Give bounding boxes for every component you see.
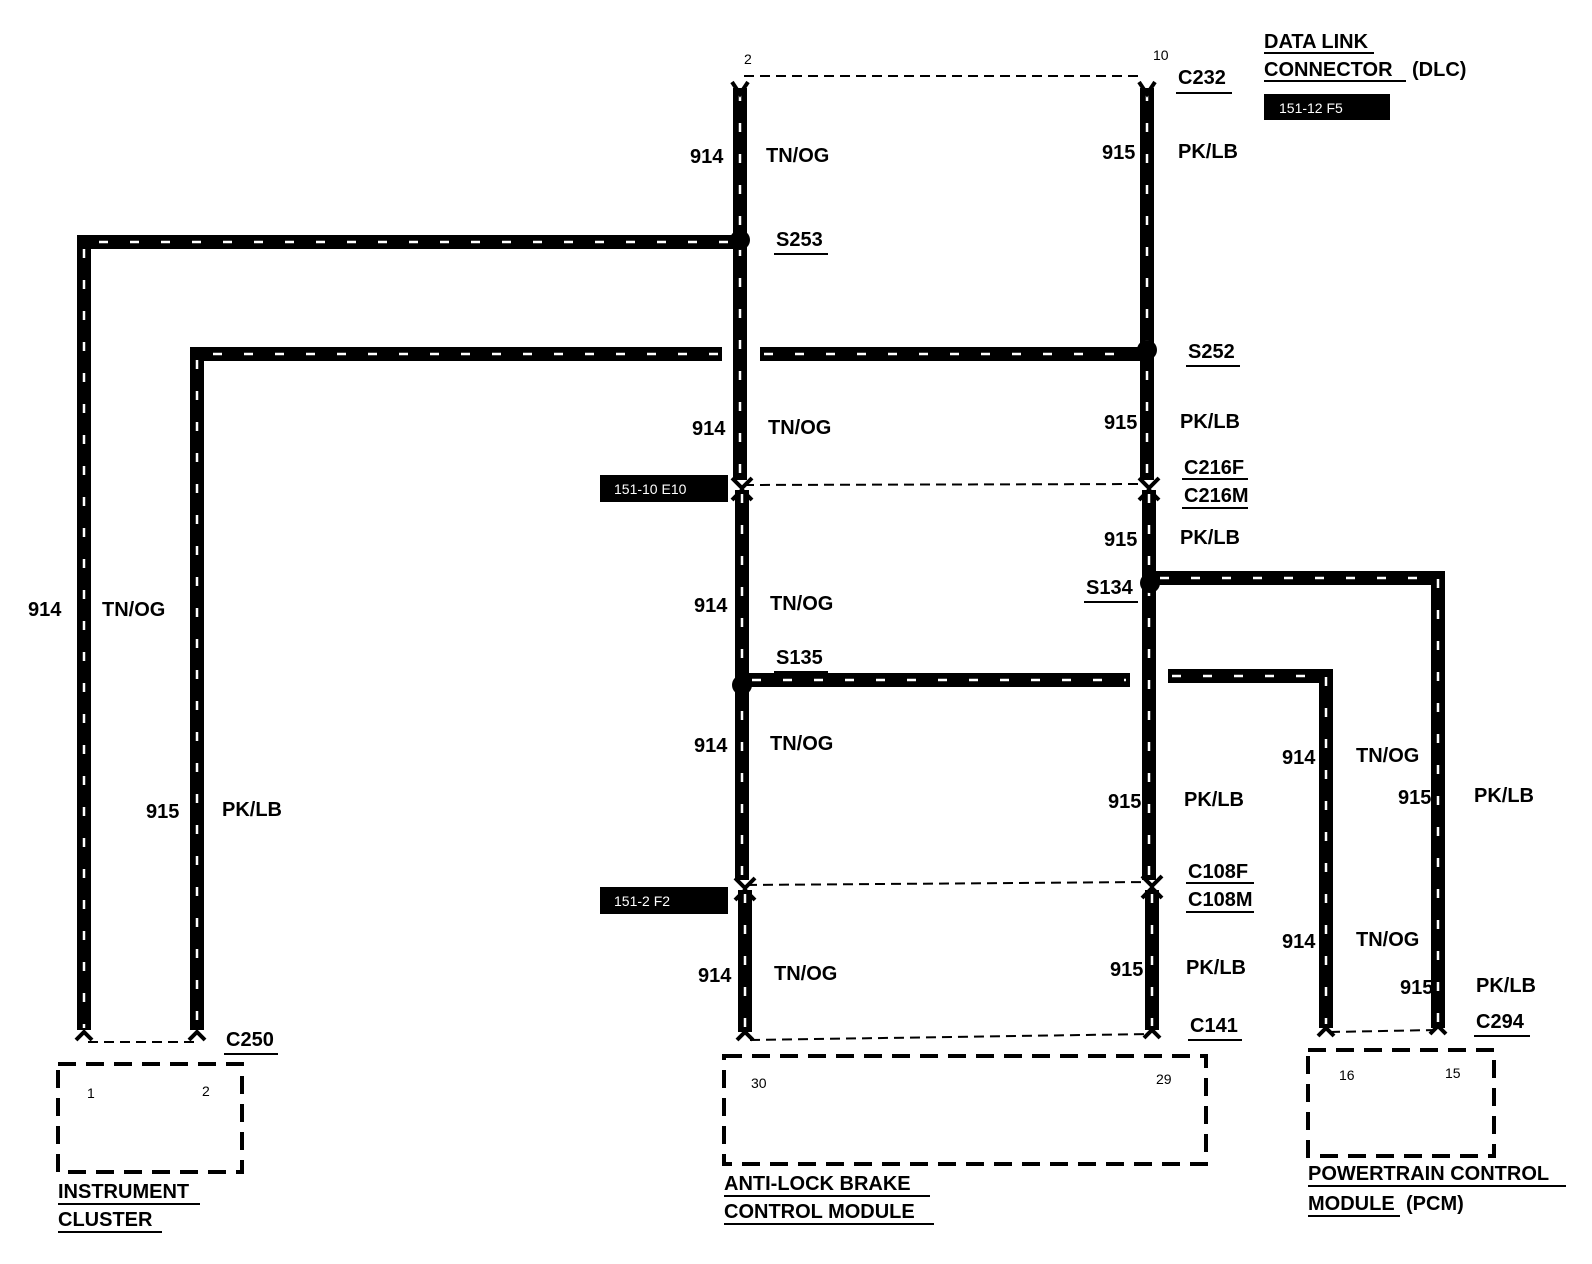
dlc-title-line2: CONNECTOR xyxy=(1264,59,1393,81)
circuit-915-d: 915 xyxy=(1108,791,1141,813)
circuit-914-cluster: 914 xyxy=(28,599,62,621)
circuit-915-c: 915 xyxy=(1104,529,1137,551)
cluster-pin-1: 1 xyxy=(87,1085,95,1101)
connector-c108m: C108M xyxy=(1188,889,1252,911)
circuit-915-a: 915 xyxy=(1102,142,1135,164)
dlc-title-suffix: (DLC) xyxy=(1412,59,1466,81)
abs-pin-30: 30 xyxy=(751,1075,767,1091)
wire-915-pcm xyxy=(1150,571,1445,1028)
connector-c250: C250 xyxy=(226,1029,274,1051)
abs-pin-29: 29 xyxy=(1156,1071,1172,1087)
wires xyxy=(77,88,1445,1032)
circuit-tnog-e: TN/OG xyxy=(774,963,837,985)
circuit-914-a: 914 xyxy=(690,146,724,168)
circuit-tnog-pcm-a: TN/OG xyxy=(1356,745,1419,767)
c108-line xyxy=(746,881,1151,886)
c141-line xyxy=(749,1033,1151,1041)
splice-s252-dot xyxy=(1137,340,1157,360)
wire-914-pcm-right xyxy=(1168,669,1333,1028)
connector-c216f: C216F xyxy=(1184,457,1244,479)
c216-line xyxy=(743,483,1147,486)
svg-text:151-2 F2: 151-2 F2 xyxy=(614,893,670,909)
connector-c294: C294 xyxy=(1476,1011,1525,1033)
wire-914-cluster xyxy=(77,235,735,1030)
pcm-label-line1: POWERTRAIN CONTROL xyxy=(1308,1163,1549,1185)
circuit-pklb-pcm-b: PK/LB xyxy=(1476,975,1536,997)
circuit-tnog-b: TN/OG xyxy=(768,417,831,439)
ref-tag-dlc: 151-12 F5 xyxy=(1264,94,1390,120)
instrument-cluster-box xyxy=(56,1062,244,1174)
circuit-914-e: 914 xyxy=(698,965,732,987)
circuit-914-b: 914 xyxy=(692,418,726,440)
circuit-pklb-pcm-a: PK/LB xyxy=(1474,785,1534,807)
pcm-pin-15: 15 xyxy=(1445,1065,1461,1081)
circuit-914-c: 914 xyxy=(694,595,728,617)
splice-s253: S253 xyxy=(776,229,823,251)
circuit-tnog-d: TN/OG xyxy=(770,733,833,755)
wire-915-cluster-left xyxy=(190,347,722,1030)
dlc-pin-10: 10 xyxy=(1153,47,1169,63)
circuit-915-pcm-b: 915 xyxy=(1400,977,1433,999)
circuit-pklb-c: PK/LB xyxy=(1180,527,1240,549)
circuit-915-b: 915 xyxy=(1104,412,1137,434)
connector-c141: C141 xyxy=(1190,1015,1238,1037)
c294-line xyxy=(1329,1029,1437,1033)
circuit-915-e: 915 xyxy=(1110,959,1143,981)
splice-s253-dot xyxy=(730,230,750,250)
connector-c108f: C108F xyxy=(1188,861,1248,883)
pcm-label-suffix: (PCM) xyxy=(1406,1193,1464,1215)
abs-module-box xyxy=(722,1054,1208,1166)
instrument-cluster-label-line2: CLUSTER xyxy=(58,1209,153,1231)
connector-lines xyxy=(74,75,1448,1043)
abs-label-line1: ANTI-LOCK BRAKE xyxy=(724,1173,911,1195)
pcm-label-line2: MODULE xyxy=(1308,1193,1395,1215)
circuit-tnog-a: TN/OG xyxy=(766,145,829,167)
svg-text:151-10 E10: 151-10 E10 xyxy=(614,481,687,497)
circuit-914-pcm-b: 914 xyxy=(1282,931,1316,953)
circuit-915-pcm-a: 915 xyxy=(1398,787,1431,809)
pcm-pin-16: 16 xyxy=(1339,1067,1355,1083)
dlc-pin-2: 2 xyxy=(744,51,752,67)
splice-s135: S135 xyxy=(776,647,823,669)
splice-s135-dot xyxy=(732,675,752,695)
splice-s134: S134 xyxy=(1086,577,1134,599)
circuit-tnog-c: TN/OG xyxy=(770,593,833,615)
ref-tag-c216: 151-10 E10 xyxy=(600,475,728,502)
splice-dots xyxy=(730,230,1160,695)
circuit-914-pcm-a: 914 xyxy=(1282,747,1316,769)
circuit-tnog-cluster: TN/OG xyxy=(102,599,165,621)
connector-c232: C232 xyxy=(1178,67,1226,89)
pcm-box xyxy=(1306,1048,1496,1158)
circuit-pklb-e: PK/LB xyxy=(1186,957,1246,979)
abs-label-line2: CONTROL MODULE xyxy=(724,1201,915,1223)
cluster-pin-2: 2 xyxy=(202,1083,210,1099)
connector-c216m: C216M xyxy=(1184,485,1248,507)
circuit-914-d: 914 xyxy=(694,735,728,757)
splice-s134-dot xyxy=(1140,573,1160,593)
circuit-pklb-b: PK/LB xyxy=(1180,411,1240,433)
splice-s252: S252 xyxy=(1188,341,1235,363)
circuit-pklb-a: PK/LB xyxy=(1178,141,1238,163)
circuit-915-cluster: 915 xyxy=(146,801,179,823)
svg-text:151-12 F5: 151-12 F5 xyxy=(1279,100,1343,116)
dlc-title-line1: DATA LINK xyxy=(1264,31,1369,53)
ref-tag-c108: 151-2 F2 xyxy=(600,887,728,914)
circuit-pklb-cluster: PK/LB xyxy=(222,799,282,821)
circuit-tnog-pcm-b: TN/OG xyxy=(1356,929,1419,951)
instrument-cluster-label-line1: INSTRUMENT xyxy=(58,1181,189,1203)
circuit-pklb-d: PK/LB xyxy=(1184,789,1244,811)
